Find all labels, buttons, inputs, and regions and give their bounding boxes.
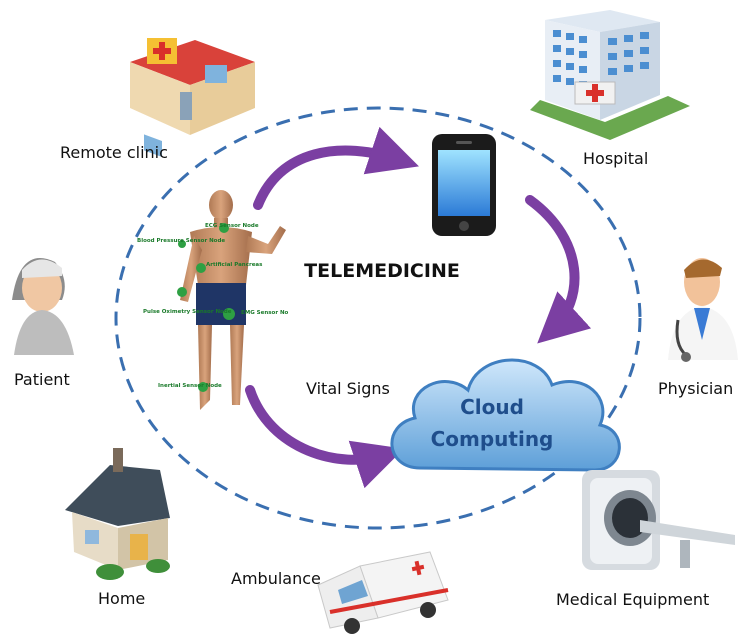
- sensor-label-pancreas: Artificial Pancreas: [206, 262, 263, 268]
- body-sensors-figure: [177, 190, 286, 410]
- cloud-label-line2: Computing: [431, 427, 554, 451]
- network-ring: [114, 106, 642, 530]
- smartphone-icon: [432, 134, 496, 236]
- mri-scanner-icon: [582, 470, 735, 570]
- house-icon: [65, 448, 170, 580]
- vital-signs-label: Vital Signs: [306, 379, 390, 398]
- arrow-phone-to-cloud: [525, 195, 592, 344]
- label-physician: Physician: [658, 379, 733, 398]
- ambulance-icon: [317, 551, 449, 634]
- sensor-label-inertial: Inertial Sensor Node: [158, 383, 222, 389]
- sensor-label-blood-pressure: Blood Pressure Sensor Node: [137, 238, 225, 244]
- label-home: Home: [98, 589, 145, 608]
- clinic-icon: [130, 38, 255, 157]
- label-ambulance: Ambulance: [231, 569, 321, 588]
- sensor-label-emg: EMG Sensor No: [241, 310, 289, 316]
- cloud-icon: [390, 358, 621, 472]
- sensor-label-pulse-oximetry: Pulse Oximetry Sensor Node: [143, 309, 232, 315]
- doctor-icon: [668, 258, 738, 362]
- flow-arrows: [245, 126, 592, 489]
- arrow-body-to-phone: [253, 126, 419, 210]
- diagram-title: TELEMEDICINE: [304, 260, 460, 282]
- hospital-icon: [530, 10, 690, 140]
- nurse-icon: [12, 257, 74, 355]
- label-medical-equipment: Medical Equipment: [556, 590, 709, 609]
- label-patient: Patient: [14, 370, 70, 389]
- sensor-label-ecg: ECG Sensor Node: [205, 223, 259, 229]
- label-remote-clinic: Remote clinic: [60, 143, 168, 162]
- arrow-body-to-cloud: [245, 385, 404, 489]
- cloud-label-line1: Cloud: [460, 395, 524, 419]
- label-hospital: Hospital: [583, 149, 648, 168]
